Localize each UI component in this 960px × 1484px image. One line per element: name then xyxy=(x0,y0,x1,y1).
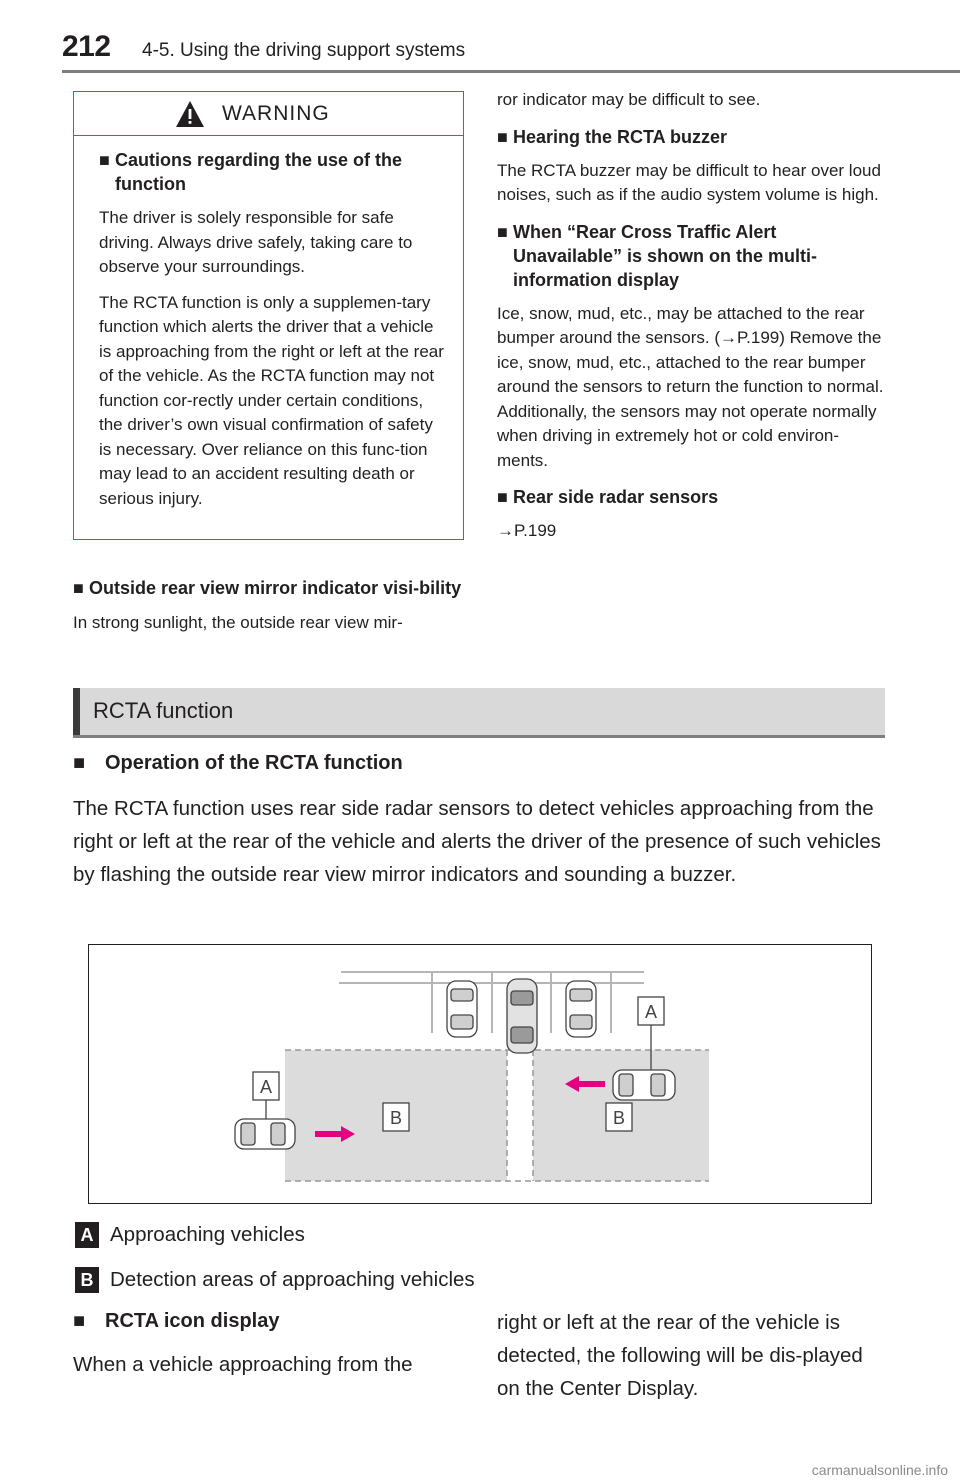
unavailable-heading-text: When “Rear Cross Traffic Alert Unavailab… xyxy=(513,221,818,290)
label-a-right-box xyxy=(637,996,665,1026)
icon-display-heading: ■ RCTA icon display xyxy=(73,1310,279,1333)
buzzer-heading: ■ Hearing the RCTA buzzer xyxy=(497,125,889,149)
approaching-car-right xyxy=(612,1069,676,1101)
warning-header: WARNING xyxy=(74,92,463,136)
right-column: ror indicator may be difficult to see. ■… xyxy=(497,88,889,556)
sensors-page-link[interactable]: →P.199 xyxy=(497,521,557,540)
label-leaders xyxy=(265,1025,652,1119)
operation-text: The RCTA function uses rear side radar s… xyxy=(73,797,881,886)
mirror-visibility-heading: ■ Outside rear view mirror indicator vis… xyxy=(73,576,468,600)
legend-text-a: Approaching vehicles xyxy=(110,1223,305,1246)
mirror-visibility-continued: ror indicator may be difficult to see. xyxy=(497,90,761,109)
square-bullet-icon: ■ xyxy=(497,221,508,242)
legend-item-b: B Detection areas of approaching vehicle… xyxy=(75,1267,475,1293)
warning-paragraph: The RCTA function is only a supplemen-ta… xyxy=(99,292,444,508)
approach-arrow-left xyxy=(315,1126,355,1142)
buzzer-text: The RCTA buzzer may be difficult to hear… xyxy=(497,160,881,205)
label-a-left: A xyxy=(260,1077,272,1097)
left-column: ■ Outside rear view mirror indicator vis… xyxy=(73,576,468,636)
zone-dashed-lines xyxy=(285,1049,709,1182)
label-a-left-box xyxy=(252,1071,280,1101)
header-divider xyxy=(62,70,960,73)
square-bullet-icon: ■ xyxy=(497,487,508,507)
parked-car-right xyxy=(565,980,597,1038)
legend-badge-a: A xyxy=(75,1222,99,1248)
section-heading-band: RCTA function xyxy=(73,688,885,738)
operation-heading-text: Operation of the RCTA function xyxy=(105,752,403,774)
warning-heading-text: Cautions regarding the use of the functi… xyxy=(115,150,403,194)
approach-arrow-right xyxy=(565,1076,605,1092)
icon-display-heading-text: RCTA icon display xyxy=(105,1310,280,1332)
label-a-right: A xyxy=(645,1002,657,1022)
rcta-diagram-illustration: A A B B xyxy=(234,971,709,1182)
legend-item-a: A Approaching vehicles xyxy=(75,1222,305,1248)
label-b-left-box xyxy=(382,1102,410,1132)
sensors-heading: ■ Rear side radar sensors xyxy=(497,485,889,509)
section-title: 4-5. Using the driving support systems xyxy=(142,40,466,61)
icon-display-text-right: right or left at the rear of the vehicle… xyxy=(497,1311,863,1400)
rcta-diagram: A A B B xyxy=(88,944,872,1204)
rcta-section-title: RCTA function xyxy=(93,698,234,723)
unavailable-heading: ■ When “Rear Cross Traffic Alert Unavail… xyxy=(497,220,889,292)
parked-car-center xyxy=(506,978,538,1054)
label-b-left: B xyxy=(390,1108,402,1128)
unavailable-text: Ice, snow, mud, etc., may be attached to… xyxy=(497,303,884,470)
square-bullet-icon: ■ xyxy=(99,150,110,170)
square-bullet-icon: ■ xyxy=(497,126,508,147)
warning-triangle-icon xyxy=(176,101,204,127)
warning-label: WARNING xyxy=(222,102,330,125)
square-bullet-icon: ■ xyxy=(73,752,86,774)
square-bullet-icon: ■ xyxy=(73,578,84,598)
buzzer-heading-text: Hearing the RCTA buzzer xyxy=(513,126,728,147)
page-number: 212 xyxy=(62,30,111,63)
label-b-right-box xyxy=(605,1102,633,1132)
label-b-right: B xyxy=(613,1108,625,1128)
mirror-visibility-heading-text: Outside rear view mirror indicator visi-… xyxy=(89,578,462,598)
operation-heading: ■ Operation of the RCTA function xyxy=(73,752,403,775)
square-bullet-icon: ■ xyxy=(73,1310,86,1332)
parked-car-left xyxy=(446,980,478,1038)
band-accent-bar xyxy=(73,688,80,735)
sensors-heading-text: Rear side radar sensors xyxy=(513,487,719,507)
parking-lines xyxy=(339,971,644,1033)
legend-badge-b: B xyxy=(75,1267,99,1293)
warning-heading: ■ Cautions regarding the use of the func… xyxy=(99,148,447,196)
warning-box: WARNING ■ Cautions regarding the use of … xyxy=(73,91,464,540)
legend-text-b: Detection areas of approaching vehicles xyxy=(110,1268,475,1291)
approaching-car-left xyxy=(234,1118,296,1150)
icon-display-text-left: When a vehicle approaching from the xyxy=(73,1353,413,1376)
warning-paragraph: The driver is solely responsible for saf… xyxy=(99,208,413,276)
watermark: carmanualsonline.info xyxy=(811,1462,948,1478)
mirror-visibility-text: In strong sunlight, the outside rear vie… xyxy=(73,613,403,632)
warning-body: ■ Cautions regarding the use of the func… xyxy=(74,136,463,511)
